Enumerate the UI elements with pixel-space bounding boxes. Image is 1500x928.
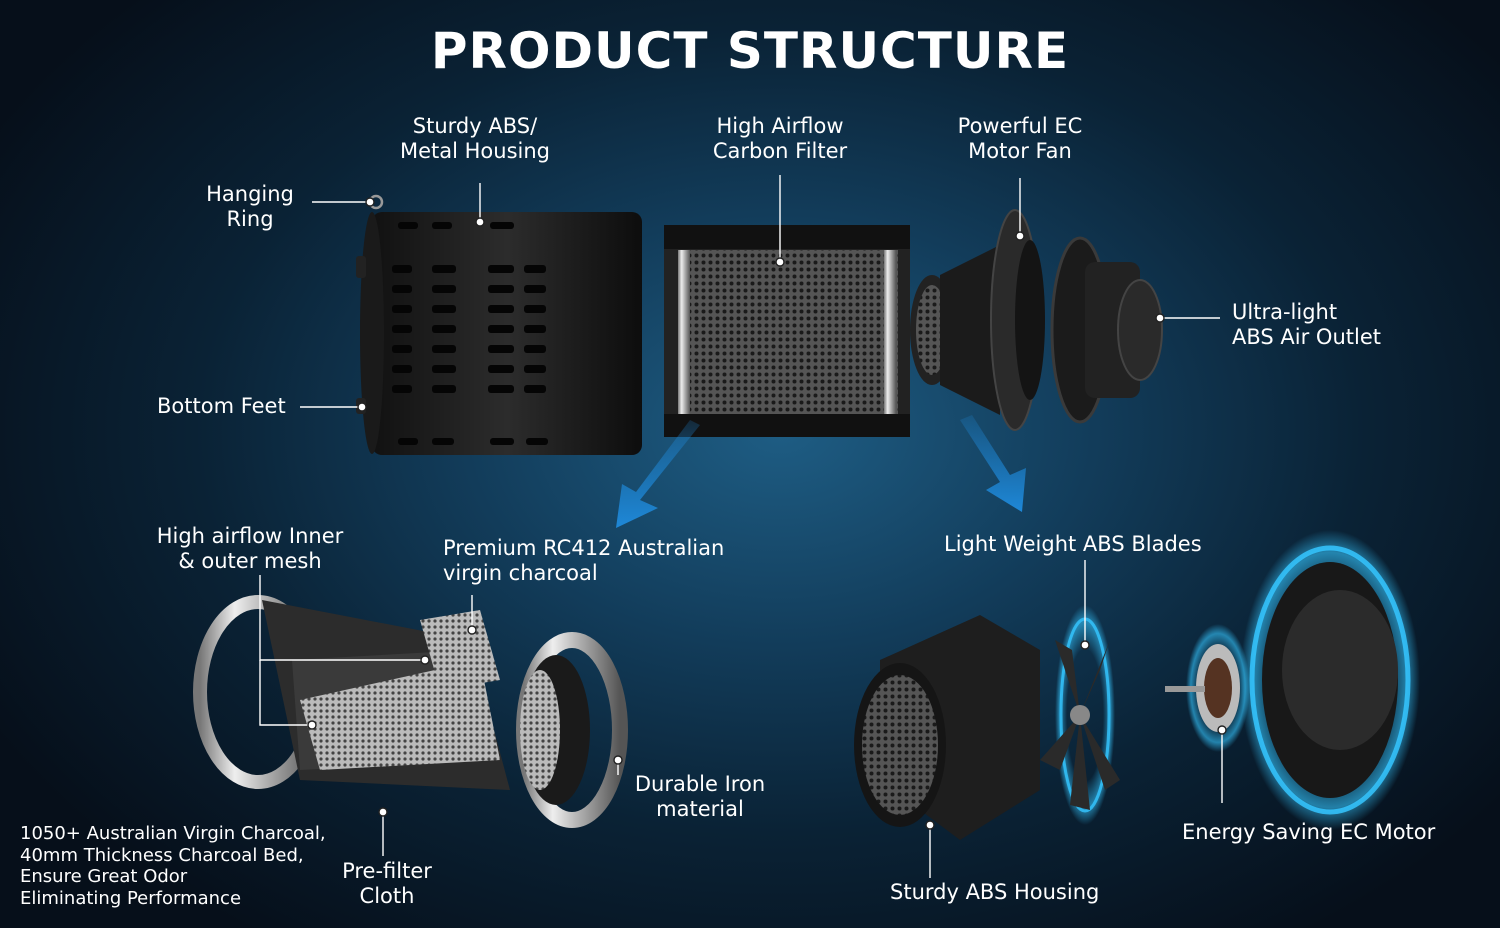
filter-exploded [193, 595, 628, 828]
carbon-filter-cylinder [664, 225, 910, 437]
label-hanging-ring: Hanging Ring [206, 182, 294, 231]
housing-cylinder [356, 194, 642, 455]
label-ec-motor: Energy Saving EC Motor [1182, 820, 1436, 844]
ec-fan-part [910, 209, 1045, 431]
label-bottom-feet: Bottom Feet [157, 394, 286, 418]
page-title: PRODUCT STRUCTURE [430, 22, 1070, 80]
label-air-outlet: Ultra-light ABS Air Outlet [1232, 300, 1381, 349]
label-prefilter: Pre-filter Cloth [342, 859, 432, 908]
label-abs-housing: Sturdy ABS Housing [890, 880, 1100, 904]
air-outlet-part [1050, 236, 1163, 424]
label-carbon-filter: High Airflow Carbon Filter [712, 114, 848, 163]
leader-lines [259, 175, 1223, 878]
label-blades: Light Weight ABS Blades [944, 532, 1202, 556]
label-charcoal: Premium RC412 Australian virgin charcoal [443, 536, 725, 585]
arrow-left [616, 420, 700, 528]
arrow-right [960, 415, 1026, 512]
fan-exploded [854, 530, 1420, 840]
charcoal-note: 1050+ Australian Virgin Charcoal, 40mm T… [20, 823, 326, 909]
label-housing: Sturdy ABS/ Metal Housing [399, 114, 550, 163]
label-ec-motor-fan: Powerful EC Motor Fan [957, 114, 1083, 163]
label-iron-material: Durable Iron material [634, 772, 766, 821]
label-inner-outer-mesh: High airflow Inner & outer mesh [156, 524, 344, 573]
leader-dots [307, 197, 1227, 830]
